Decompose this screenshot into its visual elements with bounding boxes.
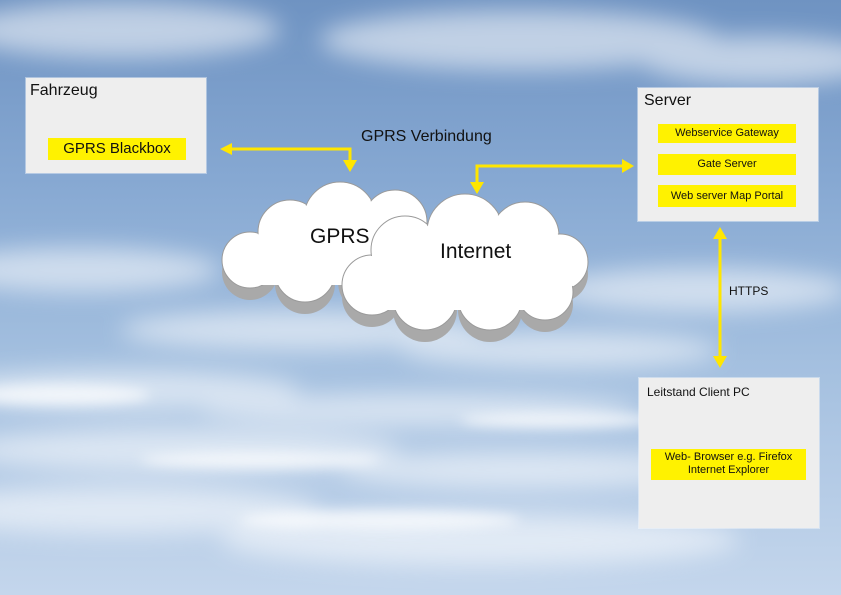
arrow-vehicle-gprs-heads — [220, 143, 357, 172]
https-label: HTTPS — [729, 284, 769, 298]
arrow-internet-server — [475, 164, 624, 184]
arrow-vehicle-gprs — [226, 147, 352, 162]
gprs-connection-label: GPRS Verbindung — [361, 128, 492, 145]
internet-cloud-label: Internet — [440, 240, 512, 263]
gprs-blackbox-tag: GPRS Blackbox — [48, 138, 186, 160]
browser-line-1: Web- Browser e.g. Firefox — [664, 451, 793, 463]
web-server-map-portal-tag: Web server Map Portal — [658, 185, 796, 207]
client-pc-box: Leitstand Client PC Web- Browser e.g. Fi… — [639, 378, 819, 528]
webservice-gateway-tag: Webservice Gateway — [658, 124, 796, 143]
server-box: Server Webservice Gateway Gate Server We… — [638, 88, 818, 221]
internet-cloud — [341, 193, 589, 342]
vehicle-box: Fahrzeug GPRS Blackbox — [26, 78, 206, 173]
browser-line-2: Internet Explorer — [687, 464, 770, 476]
browser-tag: Web- Browser e.g. Firefox Internet Explo… — [651, 449, 806, 480]
vehicle-title: Fahrzeug — [30, 82, 98, 99]
server-title: Server — [644, 92, 692, 109]
gate-server-tag: Gate Server — [658, 154, 796, 175]
client-pc-title: Leitstand Client PC — [647, 385, 750, 399]
gprs-cloud-label: GPRS — [310, 225, 370, 248]
arrow-server-client-heads — [713, 227, 727, 368]
arrow-internet-server-heads — [470, 159, 634, 194]
